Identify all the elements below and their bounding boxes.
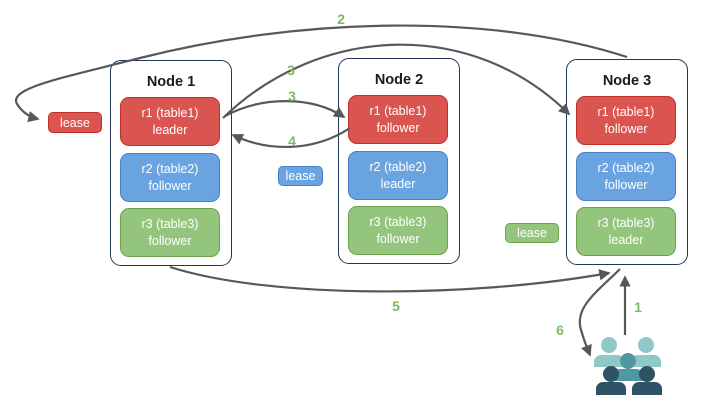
arrow-step-5-node1-to-node3 (169, 265, 611, 293)
lease-badge-table2: lease (278, 166, 323, 186)
replica-role: follower (376, 231, 420, 246)
users-middle-person (613, 353, 643, 381)
arrow-step-2-node3-to-lease (14, 24, 628, 123)
replica-role: follower (604, 121, 648, 136)
replica-role: follower (604, 177, 648, 192)
replica-role: leader (152, 122, 188, 137)
lease-badge-table1: lease (48, 112, 102, 133)
step-label-1: 1 (634, 299, 642, 315)
node1-replica-r2: r2 (table2) follower (120, 153, 220, 202)
step-label-3a: 3 (287, 62, 295, 78)
replica-title: r3 (table3) (369, 215, 427, 229)
users-icon (594, 337, 662, 395)
node2-replica-r3: r3 (table3) follower (348, 206, 448, 255)
replica-title: r1 (table1) (369, 104, 427, 118)
arrow-step-6-node3-to-users (578, 268, 621, 357)
replica-role: follower (376, 120, 420, 135)
node2-replica-r1: r1 (table1) follower (348, 95, 448, 144)
node-1-title: Node 1 (146, 74, 196, 90)
step-label-4: 4 (288, 133, 296, 149)
replica-role: leader (380, 176, 416, 191)
step-label-5: 5 (392, 298, 400, 314)
node-3-title: Node 3 (602, 73, 652, 89)
replica-title: r2 (table2) (141, 162, 199, 176)
arrow-step-3-leader-to-node2-follower (224, 100, 346, 118)
node-2-box: Node 2 r1 (table1) follower r2 (table2) … (338, 58, 460, 264)
users-front-row (596, 366, 662, 395)
replica-role: leader (608, 232, 644, 247)
node-3-box: Node 3 r1 (table1) follower r2 (table2) … (566, 59, 688, 265)
replica-title: r3 (table3) (141, 217, 199, 231)
node3-replica-r2: r2 (table2) follower (576, 152, 676, 201)
replica-title: r3 (table3) (597, 216, 655, 230)
replica-title: r1 (table1) (597, 105, 655, 119)
replica-title: r2 (table2) (597, 161, 655, 175)
node3-replica-r3: r3 (table3) leader (576, 207, 676, 256)
step-label-6: 6 (556, 322, 564, 338)
replica-title: r1 (table1) (141, 106, 199, 120)
node1-replica-r3: r3 (table3) follower (120, 208, 220, 257)
node-2-title: Node 2 (374, 72, 424, 88)
step-label-3b: 3 (288, 88, 296, 104)
node2-replica-r2: r2 (table2) leader (348, 151, 448, 200)
step-label-2: 2 (337, 11, 345, 27)
replica-role: follower (148, 178, 192, 193)
replica-title: r2 (table2) (369, 160, 427, 174)
node3-replica-r1: r1 (table1) follower (576, 96, 676, 145)
lease-badge-table3: lease (505, 223, 559, 243)
node-1-box: Node 1 r1 (table1) leader r2 (table2) fo… (110, 60, 232, 266)
users-back-row (594, 337, 661, 367)
node1-replica-r1: r1 (table1) leader (120, 97, 220, 146)
replica-role: follower (148, 233, 192, 248)
